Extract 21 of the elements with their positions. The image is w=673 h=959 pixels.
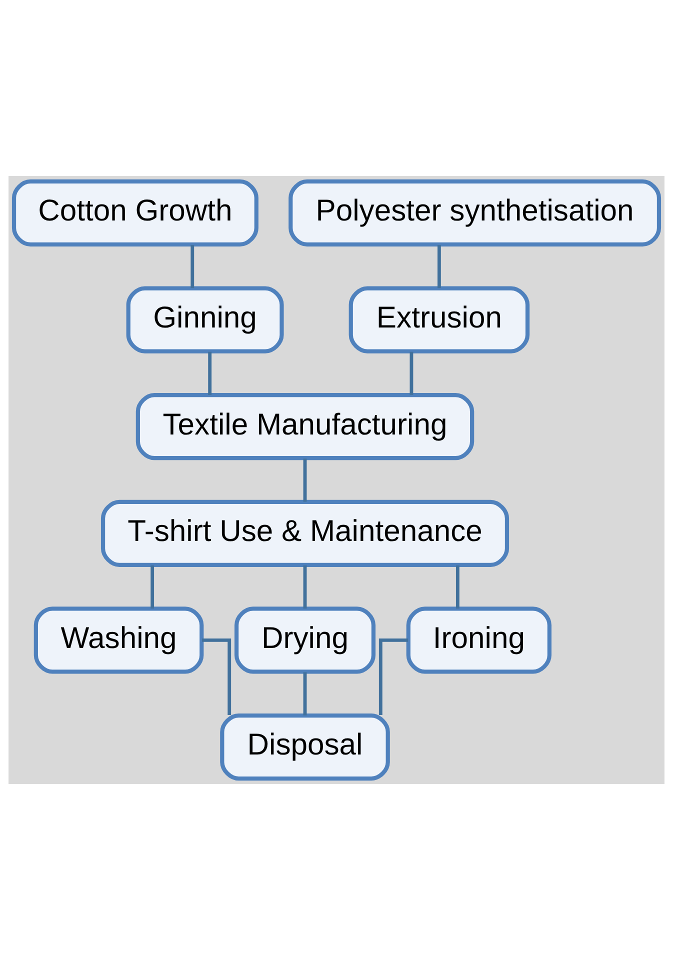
- node-box: T-shirt Use & Maintenance: [100, 499, 510, 566]
- connector: [438, 244, 441, 288]
- node-box: Extrusion: [348, 286, 530, 353]
- node-box: Drying: [234, 606, 376, 674]
- node-box: Textile Manufacturing: [136, 392, 474, 460]
- connector: [303, 672, 307, 715]
- connector: [410, 351, 414, 394]
- node-box: Cotton Growth: [12, 178, 258, 246]
- connector: [208, 351, 212, 394]
- connector: [202, 638, 232, 714]
- connector: [303, 458, 307, 502]
- connector: [150, 564, 154, 608]
- node-box: Ginning: [126, 286, 284, 353]
- connector: [378, 638, 408, 714]
- connector: [190, 244, 194, 288]
- connector: [456, 564, 460, 608]
- node-box: Ironing: [406, 606, 552, 674]
- node-box: Disposal: [220, 712, 390, 780]
- node-box: Washing: [34, 606, 204, 674]
- connector: [303, 564, 307, 608]
- node-box: Polyester synthetisation: [288, 178, 662, 246]
